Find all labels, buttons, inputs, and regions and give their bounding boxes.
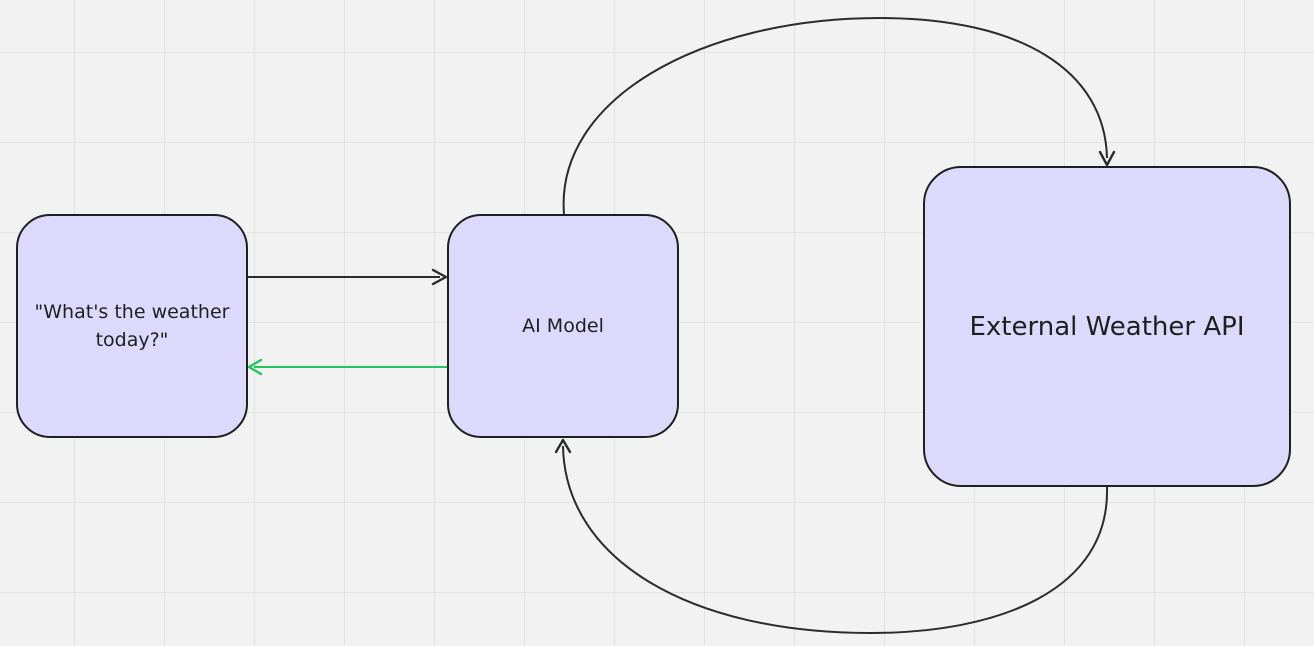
arrowhead-api-to-model: [554, 438, 572, 454]
node-ai-model[interactable]: AI Model: [447, 214, 679, 438]
node-external-weather-api-label: External Weather API: [969, 311, 1245, 342]
node-user-query-label: "What's the weather today?": [34, 301, 230, 351]
edge-api-to-model: [562, 445, 1109, 635]
node-external-weather-api[interactable]: External Weather API: [923, 166, 1291, 487]
arrowhead-model-to-api: [1098, 150, 1116, 167]
node-ai-model-label: AI Model: [522, 315, 604, 337]
edge-model-to-api: [562, 16, 1108, 215]
arrowhead-model-to-query: [247, 358, 263, 376]
node-user-query[interactable]: "What's the weather today?": [16, 214, 248, 438]
arrowhead-query-to-model: [431, 268, 448, 286]
